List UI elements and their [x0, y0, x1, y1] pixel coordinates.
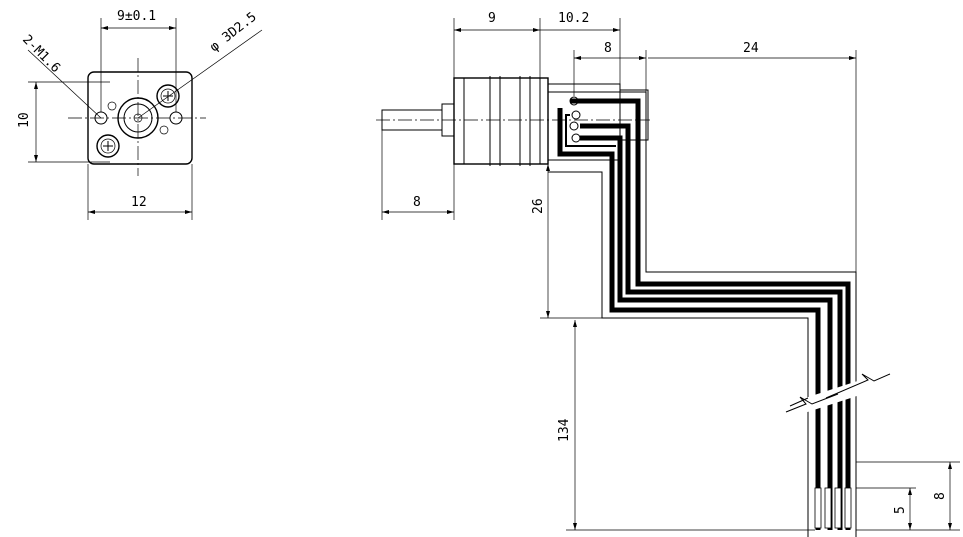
dim-5: 5 — [893, 506, 908, 514]
front-view: 9±0.1 2-M1.6 φ 3D2.5 10 12 — [17, 9, 263, 220]
trace-gaps — [565, 114, 616, 147]
dim-9: 9 — [488, 11, 496, 26]
dim-12: 12 — [131, 195, 147, 210]
dim-8-tip: 8 — [933, 492, 948, 500]
dim-26: 26 — [531, 198, 546, 214]
screw-bottom-left — [96, 134, 120, 158]
flex-cable-traces — [557, 98, 851, 530]
dim-134: 134 — [557, 418, 572, 442]
dim-8-top: 8 — [604, 41, 612, 56]
length-break-symbol — [785, 373, 891, 414]
dim-10-2: 10.2 — [558, 11, 589, 26]
wire-tips — [814, 487, 852, 529]
dim-9-tol: 9±0.1 — [117, 9, 156, 24]
callout-m16: 2-M1.6 — [19, 32, 63, 76]
side-view: 9 10.2 8 24 8 26 134 — [376, 11, 960, 537]
dim-8-shaft: 8 — [413, 195, 421, 210]
terminal-contacts — [569, 96, 581, 143]
dim-10: 10 — [17, 112, 32, 128]
callout-phi-3d25: φ 3D2.5 — [207, 10, 259, 56]
central-bore — [117, 97, 159, 139]
screw-top-right — [156, 84, 180, 108]
dim-24: 24 — [743, 41, 759, 56]
gearbox-body — [453, 77, 549, 165]
flex-cable-outline — [548, 91, 857, 537]
